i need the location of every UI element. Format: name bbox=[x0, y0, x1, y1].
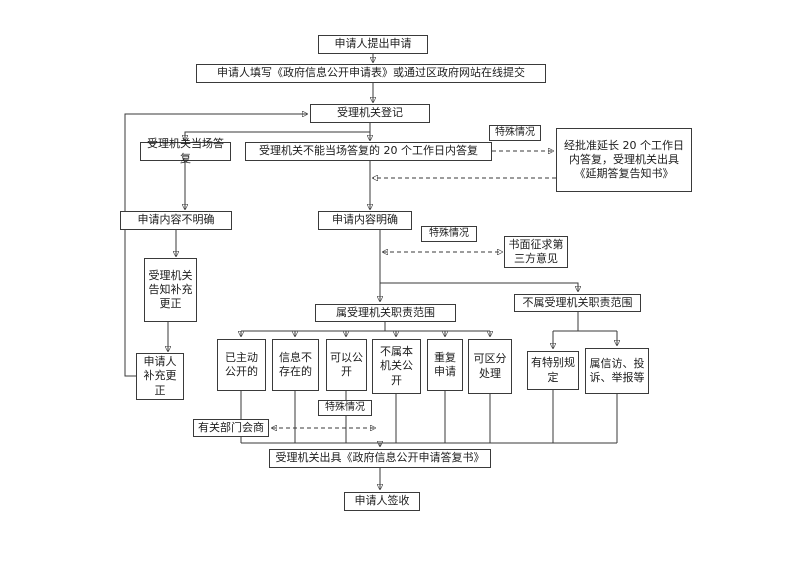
node-already-disclosed: 已主动公开的 bbox=[217, 339, 266, 391]
node-not-this-authority: 不属本机关公开 bbox=[372, 339, 421, 394]
label-special-case-2: 特殊情况 bbox=[421, 226, 477, 242]
node-dept-consultation: 有关部门会商 bbox=[193, 419, 269, 437]
node-repeat-application: 重复申请 bbox=[427, 339, 463, 391]
node-outside-scope: 不属受理机关职责范围 bbox=[514, 294, 641, 312]
node-content-clear: 申请内容明确 bbox=[318, 211, 412, 230]
node-petition-complaint: 属信访、投诉、举报等 bbox=[585, 348, 649, 394]
node-can-disclose: 可以公开 bbox=[326, 339, 367, 391]
node-registration: 受理机关登记 bbox=[310, 104, 430, 123]
node-separable-handling: 可区分处理 bbox=[468, 339, 512, 394]
node-onspot-reply: 受理机关当场答复 bbox=[140, 137, 231, 165]
node-applicant-supplement: 申请人补充更正 bbox=[136, 353, 184, 400]
node-third-party-opinion: 书面征求第三方意见 bbox=[504, 236, 568, 268]
node-within-scope: 属受理机关职责范围 bbox=[315, 304, 456, 322]
node-applicant-submit: 申请人提出申请 bbox=[318, 35, 428, 54]
node-reply-document: 受理机关出具《政府信息公开申请答复书》 bbox=[269, 449, 491, 468]
node-fill-application-form: 申请人填写《政府信息公开申请表》或通过区政府网站在线提交 bbox=[196, 64, 546, 83]
node-applicant-sign: 申请人签收 bbox=[344, 492, 420, 511]
label-special-case-3: 特殊情况 bbox=[318, 400, 372, 416]
node-content-unclear: 申请内容不明确 bbox=[120, 211, 232, 230]
node-special-provisions: 有特别规定 bbox=[527, 351, 579, 390]
label-special-case-1: 特殊情况 bbox=[489, 125, 541, 141]
node-notify-supplement: 受理机关告知补充更正 bbox=[144, 258, 197, 322]
node-reply-within-20-days: 受理机关不能当场答复的 20 个工作日内答复 bbox=[245, 142, 492, 161]
node-info-not-exist: 信息不存在的 bbox=[272, 339, 319, 391]
node-extension-notice: 经批准延长 20 个工作日内答复，受理机关出具《延期答复告知书》 bbox=[556, 128, 692, 192]
